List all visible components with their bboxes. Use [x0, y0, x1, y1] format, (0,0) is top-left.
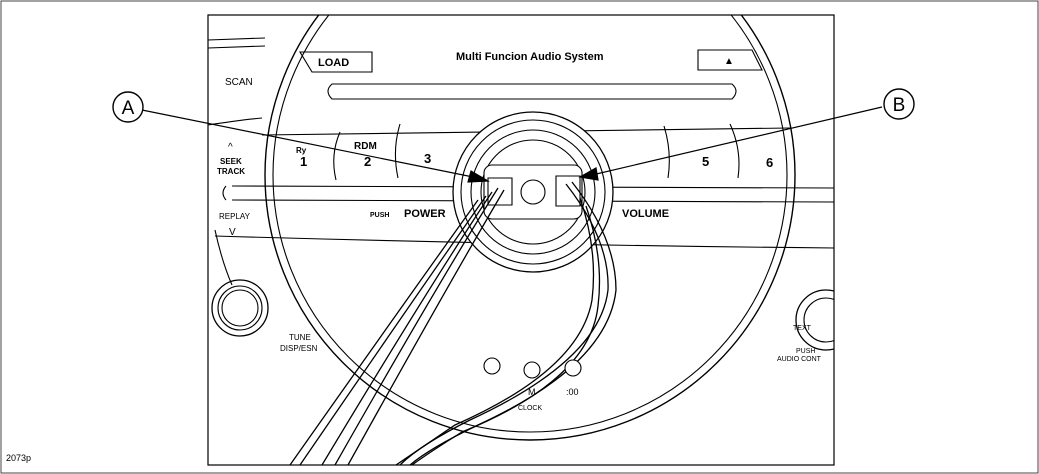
scan-label: SCAN: [225, 77, 253, 88]
load-button-shape: [299, 51, 373, 73]
preset-1-label: 1: [300, 154, 307, 169]
tool-slot-b: [555, 175, 581, 207]
preset-2-label: 2: [364, 154, 371, 169]
preset-6-label: 6: [766, 155, 773, 170]
knob-ring-4: [480, 139, 586, 245]
tool-slot-a: [487, 177, 513, 206]
tool-wire-a: [334, 187, 499, 465]
tool-wire-a: [321, 191, 493, 465]
tune-knob-outer: [211, 279, 269, 337]
eject-button-label: ▲: [724, 56, 734, 67]
tune-knob-inner: [217, 285, 263, 331]
push-right-label: PUSH: [796, 348, 815, 355]
preset-divider: [333, 131, 341, 181]
preset-divider: [394, 123, 401, 179]
preset-1-top-label: Ry: [296, 146, 307, 155]
callout-b-circle: [883, 88, 915, 120]
arrowhead-b: [578, 167, 599, 181]
cd-slot: [327, 83, 737, 100]
callout-b-label: B: [893, 95, 906, 116]
faceplate-ring-outer: [264, 15, 796, 441]
seek-label: SEEK: [220, 157, 242, 166]
faceplate-ring-inner: [272, 15, 788, 433]
seek-down-label: V: [229, 227, 236, 238]
tool-wire-b: [395, 197, 595, 465]
load-button-label: LOAD: [318, 57, 349, 69]
callout-a-circle: [112, 91, 144, 123]
volume-label: VOLUME: [622, 208, 669, 220]
clock-m-label: M: [528, 387, 536, 397]
push-label: PUSH: [370, 212, 389, 219]
audio-knob-inner: [803, 297, 834, 343]
arrowhead-a: [467, 170, 491, 183]
knob-center: [520, 179, 546, 205]
panel-edge: [208, 45, 266, 49]
unit-title: Multi Funcion Audio System: [456, 51, 604, 63]
callout-a-label: A: [122, 98, 135, 119]
preset-2-top-label: RDM: [354, 141, 377, 152]
clock-button-00: [564, 359, 582, 377]
eject-button-shape: [697, 49, 763, 71]
leader-line-a: [141, 109, 479, 179]
knob-ring-2: [460, 119, 606, 265]
clock-00-label: :00: [566, 387, 579, 397]
preset-divider: [729, 123, 740, 179]
power-label: POWER: [404, 208, 446, 220]
tool-wire-a: [299, 195, 487, 465]
knob-ring-3: [470, 129, 596, 255]
preset-3-label: 3: [424, 151, 431, 166]
text-label: TEXT: [793, 325, 812, 332]
clock-button-h: [483, 357, 501, 375]
preset-divider: [663, 125, 670, 179]
leader-line-b: [591, 106, 883, 176]
audio-cont-label: AUDIO CONT: [777, 356, 822, 363]
tool-wire-a: [347, 189, 505, 465]
bar-end: [222, 185, 227, 201]
tune-label: TUNE: [289, 333, 311, 342]
panel-edge: [208, 37, 266, 41]
tune-knob-core: [221, 289, 259, 327]
track-label: TRACK: [217, 167, 245, 176]
figure-id: 2073p: [6, 453, 32, 463]
replay-label: REPLAY: [219, 212, 251, 221]
audio-knob-outer: [795, 289, 834, 351]
preset-5-label: 5: [702, 154, 709, 169]
tool-wire-a: [289, 199, 479, 465]
clock-label: CLOCK: [518, 405, 542, 412]
clock-button-m: [523, 361, 541, 379]
disp-esn-label: DISP/ESN: [280, 344, 318, 353]
seek-up-label: ^: [228, 142, 233, 153]
